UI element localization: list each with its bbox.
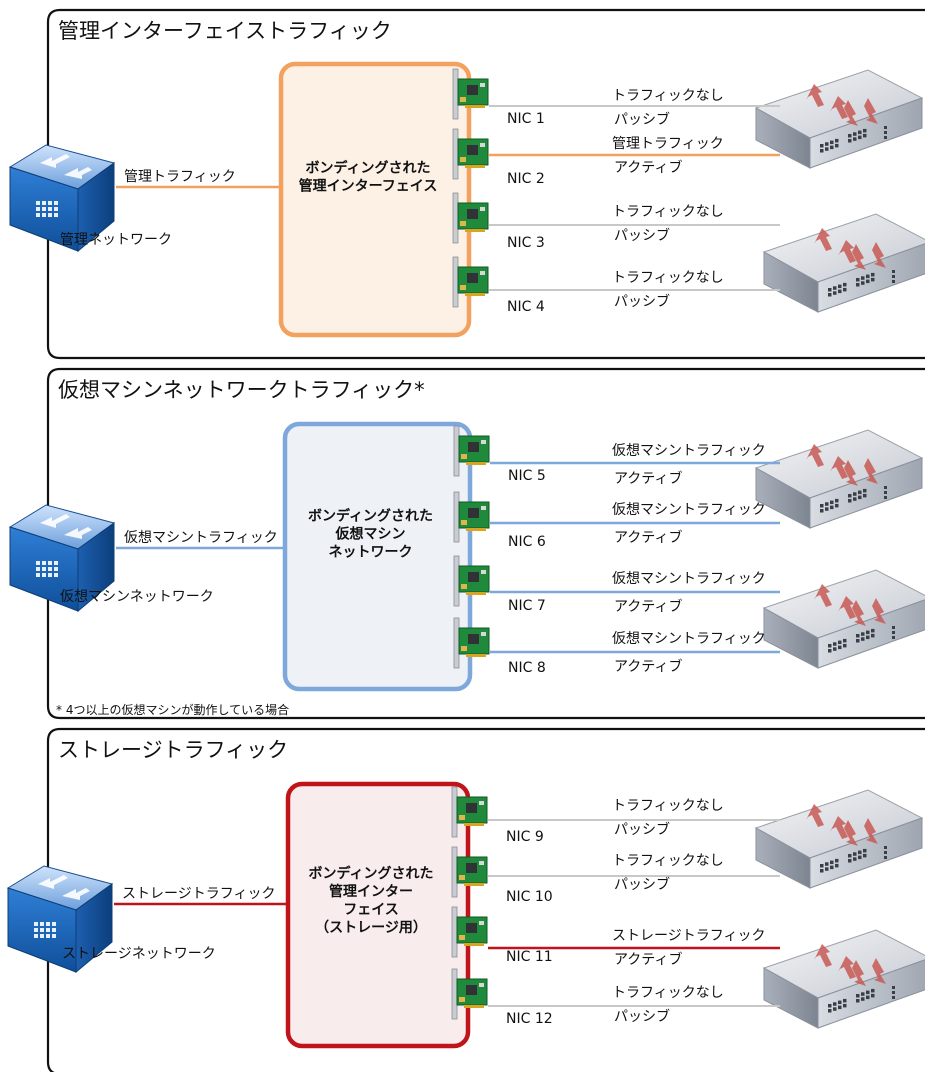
nic-label: NIC 8	[508, 660, 546, 676]
nic-card-icon	[452, 128, 489, 180]
nic-label: NIC 4	[507, 299, 545, 315]
network-switch-icon	[8, 144, 116, 253]
nic-label: NIC 2	[507, 171, 545, 187]
bond-label-line: 管理インターフェイス	[299, 178, 438, 195]
nic-mode-label: アクティブ	[614, 951, 682, 968]
nic-mode-label: パッシブ	[614, 227, 670, 244]
bond-label-line: 管理インター	[329, 883, 413, 900]
nic-mode-label: パッシブ	[614, 293, 670, 310]
bond-label-line: （ストレージ用）	[315, 920, 427, 936]
nic-card-icon	[451, 906, 488, 958]
section-footnote: * 4つ以上の仮想マシンが動作している場合	[56, 702, 289, 717]
bond-box	[282, 421, 473, 692]
nic-card-icon	[452, 192, 489, 244]
nic-card-icon	[452, 68, 489, 120]
nic-card-icon	[453, 617, 490, 669]
section-storage: ストレージトラフィックストレージネットワークストレージトラフィックボンディングさ…	[6, 727, 925, 1072]
nic-label: NIC 1	[507, 111, 545, 127]
section-vm: 仮想マシンネットワークトラフィック*仮想マシンネットワーク仮想マシントラフィック…	[8, 367, 925, 720]
physical-switch-icon	[754, 789, 924, 889]
nic-traffic-label: トラフィックなし	[612, 88, 724, 104]
physical-switch-icon	[762, 213, 925, 313]
section-title: 仮想マシンネットワークトラフィック*	[58, 378, 425, 402]
nic-label: NIC 5	[508, 468, 546, 484]
nic-mode-label: パッシブ	[614, 1008, 670, 1025]
nic-traffic-label: トラフィックなし	[612, 985, 724, 1001]
nic-label: NIC 10	[506, 889, 553, 905]
nic-mode-label: パッシブ	[614, 821, 670, 838]
physical-switch-icon	[762, 569, 925, 669]
section-management: 管理インターフェイストラフィック管理ネットワーク管理トラフィックボンディングされ…	[8, 8, 925, 360]
nic-mode-label: アクティブ	[614, 658, 682, 675]
network-label: 仮想マシンネットワーク	[60, 589, 214, 605]
bond-box	[278, 61, 472, 338]
nic-label: NIC 3	[507, 235, 545, 251]
nic-traffic-label: トラフィックなし	[612, 270, 724, 286]
nic-mode-label: パッシブ	[614, 876, 670, 893]
physical-switch-icon	[754, 69, 924, 169]
nic-label: NIC 6	[508, 534, 546, 550]
network-traffic-label: ストレージトラフィック	[122, 886, 275, 902]
nic-traffic-label: 仮想マシントラフィック	[612, 631, 766, 647]
nic-mode-label: パッシブ	[614, 111, 670, 128]
network-label: ストレージネットワーク	[62, 946, 216, 962]
bond-label-line: ボンディングされた	[308, 508, 433, 525]
network-switch-icon	[8, 504, 116, 613]
nic-traffic-label: 仮想マシントラフィック	[612, 571, 766, 587]
network-traffic-label: 管理トラフィック	[124, 169, 236, 185]
nic-label: NIC 7	[508, 598, 546, 614]
nic-mode-label: アクティブ	[614, 598, 682, 615]
nic-card-icon	[453, 491, 490, 543]
nic-label: NIC 9	[506, 829, 544, 845]
nic-card-icon	[453, 555, 490, 607]
nic-label: NIC 12	[506, 1011, 553, 1027]
nic-mode-label: アクティブ	[614, 470, 682, 487]
nic-traffic-label: 仮想マシントラフィック	[612, 502, 766, 518]
network-label: 管理ネットワーク	[60, 232, 172, 248]
nic-mode-label: アクティブ	[614, 529, 682, 546]
nic-card-icon	[451, 786, 488, 838]
nic-card-icon	[453, 425, 490, 477]
network-switch-icon	[6, 865, 114, 974]
nic-traffic-label: 仮想マシントラフィック	[612, 443, 766, 459]
nic-card-icon	[452, 256, 489, 308]
physical-switch-icon	[762, 929, 925, 1029]
bond-label-line: ボンディングされた	[305, 160, 430, 177]
bond-label-line: ネットワーク	[329, 545, 413, 561]
physical-switch-icon	[754, 429, 924, 529]
bond-label-line: 仮想マシン	[335, 526, 406, 543]
nic-traffic-label: トラフィックなし	[612, 204, 724, 220]
nic-traffic-label: ストレージトラフィック	[612, 928, 765, 944]
nic-traffic-label: トラフィックなし	[612, 853, 724, 869]
nic-traffic-label: 管理トラフィック	[612, 136, 724, 152]
nic-mode-label: アクティブ	[614, 159, 682, 176]
bond-box	[285, 781, 471, 1049]
nic-label: NIC 11	[506, 949, 553, 965]
bond-label-line: ボンディングされた	[308, 865, 433, 882]
nic-card-icon	[451, 968, 488, 1020]
network-traffic-label: 仮想マシントラフィック	[124, 530, 278, 546]
nic-card-icon	[451, 846, 488, 898]
section-title: ストレージトラフィック	[58, 738, 288, 762]
section-title: 管理インターフェイストラフィック	[58, 19, 392, 43]
bond-label-line: フェイス	[343, 902, 399, 918]
nic-traffic-label: トラフィックなし	[612, 798, 724, 814]
